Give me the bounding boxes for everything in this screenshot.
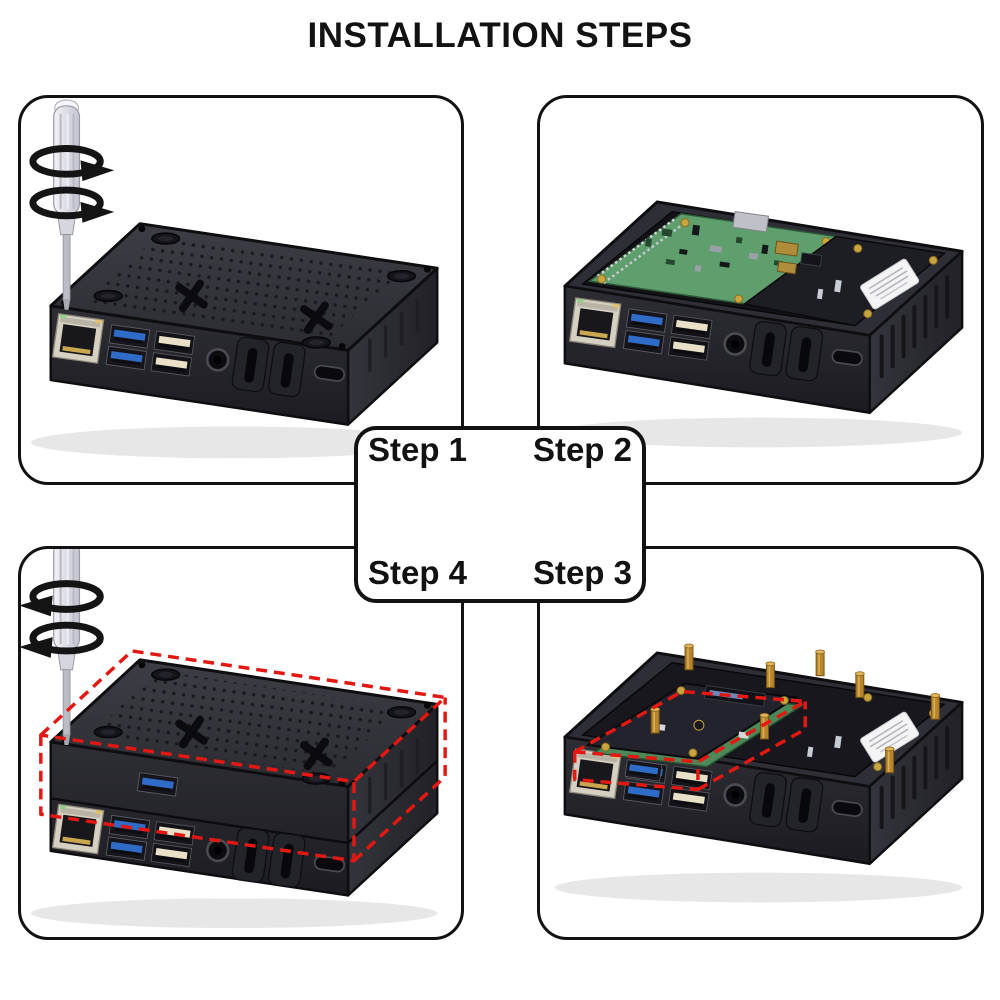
case-seam [50,759,439,845]
rubber-foot [386,706,417,719]
microsd-slot [732,210,770,233]
step-row-top: Step 1 Step 2 [368,431,632,468]
open-case [563,200,964,414]
step-2-label: Step 2 [532,431,632,468]
screwdriver-icon [52,549,81,746]
rubber-foot [386,269,417,283]
step-4-label: Step 4 [368,553,468,591]
side-vents [879,275,950,379]
page-title: INSTALLATION STEPS [307,16,693,55]
step-row-bottom: Step 4 Step 3 [368,553,632,591]
panel-step-2 [537,95,984,485]
case-shadow [30,898,438,929]
illustration-step-3 [554,643,964,903]
case-shadow [30,426,438,459]
step-label-box: Step 1 Step 2 Step 4 Step 3 [354,426,646,603]
illustration-step-4 [21,549,447,929]
closed-case [49,222,439,426]
assembled-tall-case [49,658,439,897]
adapter-board [742,235,947,327]
red-dashed-highlight-box [573,689,807,792]
illustration-step-2 [554,200,964,448]
case-shadow [554,417,963,448]
rubber-foot [93,289,123,303]
brass-standoff [765,661,776,689]
side-vents [879,726,950,830]
pcb-components [645,224,783,272]
brass-standoff [884,746,895,774]
panel-step-1 [18,95,464,485]
brass-standoff [814,649,826,677]
brass-standoff [683,643,695,671]
brass-standoff [854,670,866,699]
panel-step-4 [18,546,464,940]
rubber-foot [301,336,331,349]
brass-standoff [650,706,661,734]
expansion-board-stack [586,643,805,782]
panel-step-3 [537,546,984,940]
step-3-label: Step 3 [532,553,632,591]
rubber-foot [93,725,123,739]
rubber-foot [151,668,181,681]
red-dashed-highlight-box [39,649,447,863]
screwdriver-icon [52,98,81,311]
illustration-step-1 [21,98,439,459]
brass-standoff [930,692,941,720]
rubber-foot [151,232,181,245]
case-shadow [554,872,963,903]
step-1-label: Step 1 [368,431,468,468]
